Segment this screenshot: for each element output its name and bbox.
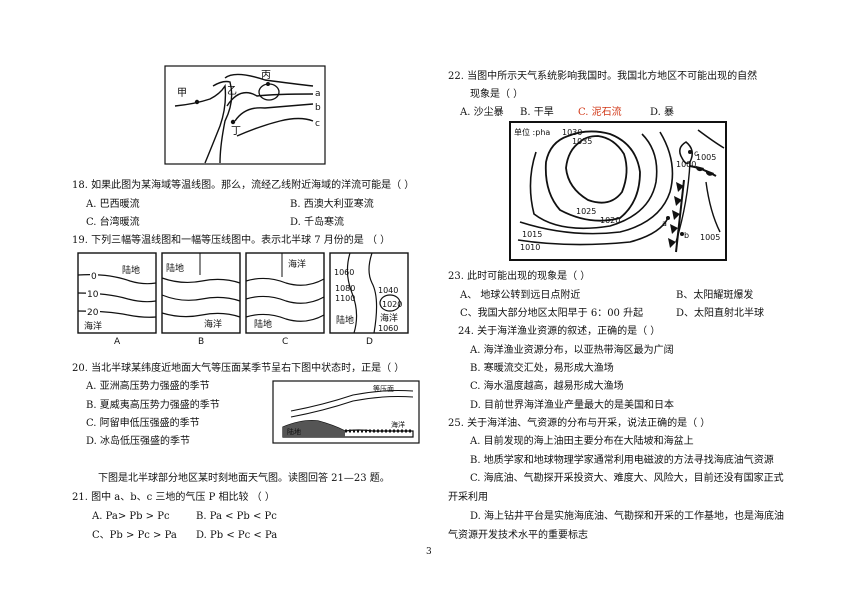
isotherm-figure: 甲 乙 丙 丁 a b c (164, 65, 326, 165)
q18-option-a: A. 巴西暖流 (86, 199, 140, 210)
fig-label-bing: 丙 (261, 70, 271, 81)
fig-label-a: a (315, 89, 321, 99)
q18-option-c: C. 台湾暖流 (86, 217, 140, 228)
q19d-1040: 1040 (378, 286, 398, 295)
q18-option-b: B. 西澳大利亚寒流 (290, 199, 374, 210)
q25-option-d-line1: D. 海上钻井平台是实施海底油、气勘探和开采的工作基地，也是海底油 (470, 511, 785, 522)
q19-panel-a: 0 10 20 陆地 海洋 A (77, 252, 157, 347)
q19b-ocean: 海洋 (204, 318, 222, 330)
q19a-iso-10: 10 (87, 290, 99, 300)
q25-option-d-line2: 气资源开发技术水平的重要标志 (448, 530, 588, 541)
q22-stem-line2: 现象是（ ） (470, 89, 524, 100)
q23-option-b: B、太阳耀斑爆发 (676, 290, 754, 301)
q23-option-d: D、太阳直射北半球 (676, 308, 765, 319)
q19a-iso-20: 20 (87, 308, 99, 318)
isobar-1015: 1015 (522, 230, 542, 239)
q19d-1080: 1080 (335, 284, 355, 293)
q19a-ocean: 海洋 (84, 320, 102, 332)
q19-panel-b: 陆地 海洋 B (161, 252, 241, 347)
fig-label-jia: 甲 (177, 88, 187, 99)
q20-stem: 20. 当北半球某纬度近地面大气等压面某季节呈右下图中状态时，正是（ ） (72, 363, 405, 374)
isobar-1010: 1010 (520, 243, 540, 252)
q22-option-a: A. 沙尘暴 (460, 107, 504, 118)
q25-option-c-line2: 开采利用 (448, 492, 488, 503)
q19c-letter: C (282, 337, 288, 347)
q19d-ocean: 海洋 (380, 312, 398, 324)
q19-panel-d: 1060 1080 1100 1040 1020 海洋 陆地 1060 D (329, 252, 409, 347)
q19-stem: 19. 下列三幅等温线图和一幅等压线图中。表示北半球 7 月份的是 （ ） (72, 235, 391, 246)
q19a-iso-0: 0 (91, 272, 97, 282)
map-point-b: b (684, 231, 689, 240)
q21-option-d: D. Pb < Pc < Pa (196, 530, 278, 541)
fig-label-b: b (315, 103, 321, 113)
isobar-1005-bottom: 1005 (700, 233, 720, 242)
q19d-1100: 1100 (335, 294, 355, 303)
q24-option-a: A. 海洋渔业资源分布，以亚热带海区最为广阔 (470, 345, 674, 356)
q20-option-c: C. 阿留申低压强盛的季节 (86, 418, 200, 429)
isobar-1020: 1020 (600, 216, 620, 225)
q22-option-d: D. 暴 (650, 107, 675, 118)
map-unit: 单位 :pha (514, 127, 550, 137)
map-point-a: a (662, 219, 667, 228)
q24-option-b: B. 寒暖流交汇处，易形成大渔场 (470, 363, 614, 374)
q24-stem: 24. 关于海洋渔业资源的叙述，正确的是（ ） (458, 326, 661, 337)
q20-option-b: B. 夏威夷高压势力强盛的季节 (86, 400, 220, 411)
q18-stem: 18. 如果此图为某海域等温线图。那么，流经乙线附近海域的洋流可能是（ ） (72, 180, 415, 191)
q19d-letter: D (366, 337, 373, 347)
q21-stem: 21. 图中 a、b、c 三地的气压 P 相比较 （ ） (72, 492, 275, 503)
q18-option-d: D. 千岛寒流 (290, 217, 345, 228)
q19d-1060: 1060 (334, 268, 354, 277)
q21-option-a: A. Pa> Pb > Pc (92, 511, 170, 522)
q23-option-a: A、 地球公转到远日点附近 (460, 290, 581, 301)
q20-option-d: D. 冰岛低压强盛的季节 (86, 436, 191, 447)
q24-option-d: D. 目前世界海洋渔业产量最大的是美国和日本 (470, 400, 675, 411)
isobar-1035: 1035 (572, 137, 592, 146)
q19d-land: 陆地 (336, 314, 354, 326)
q22-option-c: C. 泥石流 (578, 107, 622, 118)
q23-option-c: C、我国大部分地区太阳早于 6：00 升起 (460, 308, 644, 319)
map-point-c: c (694, 149, 698, 158)
fig-label-ding: 丁 (231, 126, 241, 137)
q19c-ocean: 海洋 (288, 258, 306, 270)
q25-option-b: B. 地质学家和地球物理学家通常利用电磁波的方法寻找海底油气资源 (470, 455, 774, 466)
q20-label-ocean: 海洋 (391, 420, 405, 429)
q19-panel-c: 海洋 陆地 C (245, 252, 325, 347)
q19d-1020: 1020 (382, 300, 402, 309)
q19b-letter: B (198, 337, 204, 347)
q20-label-land: 陆地 (287, 427, 301, 436)
q25-option-c-line1: C. 海底油、气勘探开采投资大、难度大、风险大，目前还没有国家正式 (470, 473, 784, 484)
q20-option-a: A. 亚洲高压势力强盛的季节 (86, 381, 210, 392)
isobar-1005-top: 1005 (696, 153, 716, 162)
q22-stem-line1: 22. 当图中所示天气系统影响我国时。我国北方地区不可能出现的自然 (448, 71, 758, 82)
isobar-1000: 1000 (676, 160, 696, 169)
q19b-land: 陆地 (166, 262, 184, 274)
intro-21-23: 下图是北半球部分地区某时刻地面天气图。读图回答 21—23 题。 (98, 473, 390, 484)
q21-option-b: B. Pa < Pb < Pc (196, 511, 277, 522)
isobar-1025: 1025 (576, 207, 596, 216)
q19d-1060b: 1060 (378, 324, 398, 333)
q23-stem: 23. 此时可能出现的现象是（ ） (448, 271, 591, 282)
q20-isobaric-figure: 等压面 陆地 海洋 (272, 380, 420, 444)
q19c-land: 陆地 (254, 318, 272, 330)
q24-option-c: C. 海水温度越高，越易形成大渔场 (470, 381, 624, 392)
fig-label-c: c (315, 119, 320, 129)
q25-option-a: A. 目前发现的海上油田主要分布在大陆坡和海盆上 (470, 436, 694, 447)
q25-stem: 25. 关于海洋油、气资源的分布与开采，说法正确的是（ ） (448, 418, 711, 429)
q19a-letter: A (114, 337, 121, 347)
q20-label-isobaric: 等压面 (373, 384, 394, 393)
page-number: 3 (426, 547, 432, 557)
q19a-land: 陆地 (122, 264, 140, 276)
isobar-1030: 1030 (562, 128, 582, 137)
q21-option-c: C、Pb > Pc > Pa (92, 530, 177, 541)
q22-option-b: B. 干旱 (520, 107, 554, 118)
fig-label-yi: 乙 (227, 85, 237, 97)
weather-map-figure: 单位 :pha 1030 1035 1025 1020 1015 1010 10… (509, 121, 727, 261)
